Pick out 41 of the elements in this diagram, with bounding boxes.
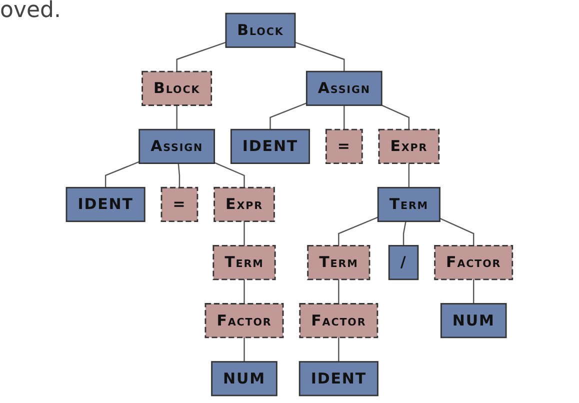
node-box (307, 244, 370, 280)
node-box (326, 128, 363, 164)
node-box (299, 303, 378, 338)
node-box (214, 186, 275, 222)
connector (440, 218, 474, 246)
node-box (434, 244, 514, 280)
node-box (212, 244, 276, 280)
node-box (388, 244, 419, 280)
connector (381, 104, 410, 130)
node-box (306, 70, 382, 106)
node-box (160, 186, 198, 222)
connector (338, 337, 340, 362)
node-box (230, 128, 310, 164)
note-text: oved. (0, 0, 61, 23)
connector (402, 221, 406, 246)
node-box (378, 128, 440, 164)
connector (270, 102, 307, 130)
node-box (142, 70, 212, 106)
connector (294, 42, 345, 72)
node-box (204, 303, 284, 338)
connector (338, 216, 378, 246)
connector (344, 105, 345, 130)
connector (214, 162, 245, 188)
node-box (211, 361, 278, 396)
connector (473, 279, 474, 304)
connector (338, 279, 340, 304)
node-box (377, 186, 440, 222)
connector (408, 163, 410, 188)
connector (176, 105, 178, 130)
node-box (138, 128, 216, 164)
connector (178, 163, 180, 188)
connector (244, 337, 245, 362)
connector (105, 161, 140, 188)
connector (244, 279, 245, 304)
node-box (298, 361, 378, 396)
connector (176, 42, 226, 72)
parse-tree-diagram: Block Block Assign Assign IDENT = Expr IDENT = Expr Term Term Term / Factor Factor Factor NUM NUM IDENT (59, 6, 520, 403)
connector (244, 221, 245, 246)
node-box (440, 303, 507, 338)
node-box (66, 186, 146, 222)
node-box (225, 12, 296, 48)
